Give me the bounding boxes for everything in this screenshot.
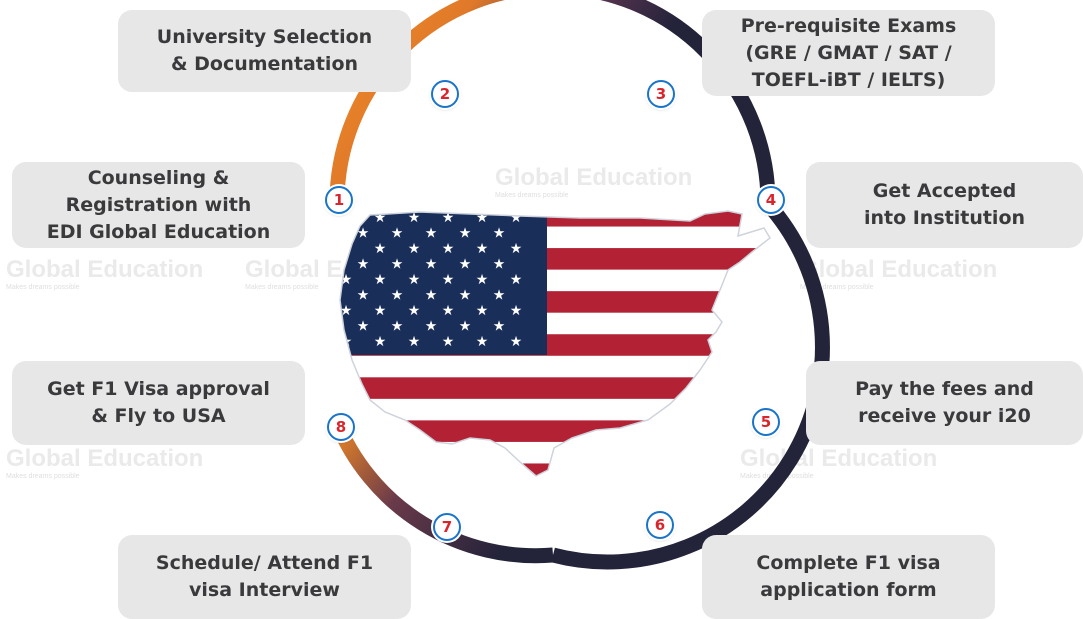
flag-star: ★	[476, 241, 489, 257]
flag-stripe	[340, 463, 770, 476]
step-label-5: Pay the fees and receive your i20	[855, 378, 1034, 427]
flag-star: ★	[476, 334, 489, 350]
flag-star: ★	[374, 303, 387, 319]
flag-star: ★	[425, 288, 438, 304]
step-box-4: Get Accepted into Institution	[806, 162, 1083, 248]
step-box-5: Pay the fees and receive your i20	[806, 361, 1083, 445]
flag-star: ★	[476, 303, 489, 319]
step-badge-4: 4	[757, 186, 785, 214]
flag-star: ★	[459, 226, 472, 242]
step-badge-8: 8	[327, 413, 355, 441]
flag-star: ★	[408, 334, 421, 350]
watermark-brand: Global Education	[800, 256, 998, 283]
flag-star: ★	[442, 303, 455, 319]
flag-star: ★	[476, 210, 489, 226]
flag-star: ★	[408, 303, 421, 319]
watermark-tagline: Makes dreams possible	[6, 473, 80, 480]
flag-star: ★	[442, 334, 455, 350]
flag-star: ★	[510, 210, 523, 226]
flag-stripe	[340, 420, 770, 442]
flag-star: ★	[391, 319, 404, 335]
flag-star: ★	[340, 303, 353, 319]
step-badge-2: 2	[431, 80, 459, 108]
step-label-2: University Selection & Documentation	[156, 26, 373, 75]
step-box-2: University Selection & Documentation	[118, 10, 411, 92]
flag-star: ★	[357, 319, 370, 335]
flag-star: ★	[425, 319, 438, 335]
flag-star: ★	[442, 272, 455, 288]
usa-flag-map: ★★★★★★★★★★★★★★★★★★★★★★★★★★★★★★★★★★★★★★★★…	[340, 210, 770, 476]
watermark-tagline: Makes dreams possible	[6, 284, 80, 291]
watermark-brand: Global Education	[6, 256, 204, 283]
flag-star: ★	[374, 334, 387, 350]
flag-star: ★	[357, 288, 370, 304]
flag-star: ★	[357, 257, 370, 273]
flag-star: ★	[357, 226, 370, 242]
flag-star: ★	[374, 241, 387, 257]
flag-star: ★	[510, 334, 523, 350]
watermark: Global Education Makes dreams possible	[6, 445, 203, 480]
flag-star: ★	[374, 272, 387, 288]
step-box-7: Schedule/ Attend F1 visa Interview	[118, 535, 411, 619]
flag-star: ★	[476, 272, 489, 288]
ring-arc-right	[551, 199, 830, 570]
watermark: Global Education Makes dreams possible	[495, 164, 692, 199]
flag-star: ★	[408, 210, 421, 226]
flag-star: ★	[408, 241, 421, 257]
step-badge-6: 6	[646, 511, 674, 539]
flag-star: ★	[374, 210, 387, 226]
flag-stripe	[340, 377, 770, 399]
watermark: Global Education Makes dreams possible	[6, 256, 203, 291]
watermark: Global Education Makes dreams possible	[800, 256, 997, 291]
step-label-1: Counseling & Registration with EDI Globa…	[46, 166, 271, 243]
step-box-8: Get F1 Visa approval & Fly to USA	[12, 361, 305, 445]
flag-star: ★	[459, 319, 472, 335]
flag-star: ★	[442, 210, 455, 226]
step-box-1: Counseling & Registration with EDI Globa…	[12, 162, 305, 248]
ring-arc-upper	[329, 0, 776, 205]
step-label-3: Pre-requisite Exams (GRE / GMAT / SAT / …	[740, 14, 957, 91]
watermark-brand: Global Education	[6, 445, 204, 472]
step-badge-7: 7	[433, 513, 461, 541]
flag-star: ★	[391, 226, 404, 242]
watermark-brand: Global Education	[495, 164, 693, 191]
flag-star: ★	[442, 241, 455, 257]
step-label-8: Get F1 Visa approval & Fly to USA	[47, 378, 270, 427]
watermark-tagline: Makes dreams possible	[800, 284, 874, 291]
flag-star: ★	[510, 303, 523, 319]
step-label-7: Schedule/ Attend F1 visa Interview	[155, 552, 374, 601]
watermark-tagline: Makes dreams possible	[245, 284, 319, 291]
watermark-brand: Global Education	[740, 445, 938, 472]
flag-star: ★	[391, 257, 404, 273]
flag-star: ★	[425, 257, 438, 273]
flag-star: ★	[510, 272, 523, 288]
flag-star: ★	[408, 272, 421, 288]
step-box-3: Pre-requisite Exams (GRE / GMAT / SAT / …	[702, 10, 995, 96]
flag-star: ★	[391, 288, 404, 304]
step-label-6: Complete F1 visa application form	[756, 552, 941, 601]
flag-star: ★	[425, 226, 438, 242]
step-badge-1: 1	[325, 186, 353, 214]
flag-star: ★	[459, 288, 472, 304]
flag-star: ★	[493, 288, 506, 304]
flag-star: ★	[510, 241, 523, 257]
ring-arc-lower	[329, 417, 554, 564]
step-badge-3: 3	[647, 80, 675, 108]
flag-star: ★	[493, 226, 506, 242]
flag-star: ★	[459, 257, 472, 273]
step-badge-5: 5	[752, 408, 780, 436]
flag-star: ★	[493, 257, 506, 273]
flag-star: ★	[493, 319, 506, 335]
step-box-6: Complete F1 visa application form	[702, 535, 995, 619]
watermark-tagline: Makes dreams possible	[495, 192, 569, 199]
step-label-4: Get Accepted into Institution	[863, 180, 1026, 229]
